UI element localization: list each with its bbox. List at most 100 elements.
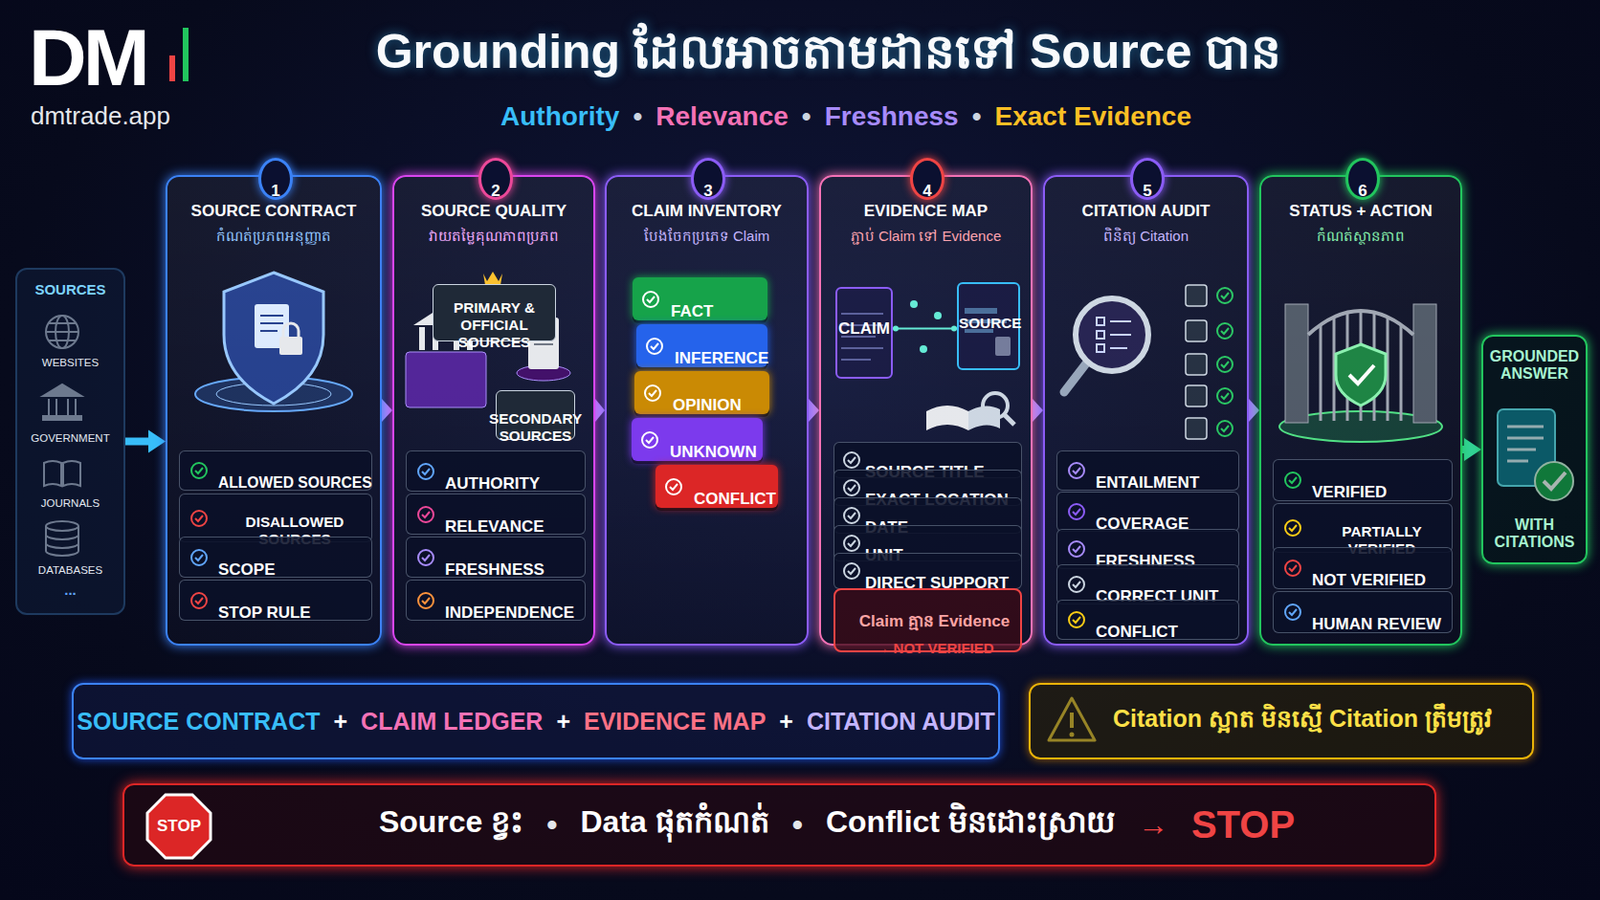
node-text: CONFLICT <box>693 489 777 510</box>
item-icon <box>1068 463 1085 479</box>
source-tier-box: SECONDARY SOURCES <box>495 390 576 441</box>
evidence-field: DIRECT SUPPORT <box>833 553 1023 590</box>
subtitle-keyword: Freshness <box>824 101 959 133</box>
node-text: STOP <box>156 817 201 837</box>
item-icon <box>422 468 430 475</box>
item-icon <box>1066 610 1087 630</box>
item-icon <box>1068 612 1085 628</box>
subtitle-keyword: Exact Evidence <box>995 101 1192 133</box>
node-text: FACT <box>670 302 713 322</box>
flow-arrow <box>125 438 149 446</box>
item-icon <box>844 452 860 468</box>
item-icon <box>191 550 207 566</box>
item-icon <box>1066 575 1087 595</box>
step-column: SOURCE QUALITYវាយតម្លៃគុណភាពប្រភព2PRIMAR… <box>392 175 596 646</box>
item-icon <box>842 506 862 526</box>
logo-bars <box>182 27 189 82</box>
node-text: 2 <box>490 181 500 201</box>
item-icon <box>844 480 860 496</box>
flow-arrow <box>1462 445 1465 454</box>
item-icon <box>643 383 663 403</box>
item-icon <box>646 296 655 303</box>
step-number: 1 <box>258 157 293 200</box>
item-icon <box>844 535 860 552</box>
item-icon <box>191 463 207 479</box>
item-icon <box>1066 502 1087 522</box>
node-text: + <box>555 708 571 736</box>
subtitle-keyword: • <box>801 101 812 133</box>
item-icon <box>1285 472 1301 489</box>
item-icon <box>422 511 430 518</box>
node-text: SOURCE CONTRACT <box>167 201 380 222</box>
diagram-title: Grounding ដែលអាចតាមដានទៅ Source បាន <box>57 21 1600 91</box>
node-text: Claim គ្មាន Evidence <box>848 610 1021 635</box>
status-item: VERIFIED <box>1272 459 1453 502</box>
node-text: CLAIM <box>837 319 891 339</box>
item-icon <box>646 338 663 355</box>
item-icon <box>1288 525 1297 532</box>
node-text: ALLOWED SOURCES <box>218 474 373 492</box>
formula-bar: SOURCE CONTRACT+CLAIM LEDGER+EVIDENCE MA… <box>71 683 1000 760</box>
flow-arrow <box>1248 399 1260 423</box>
node-text: SOURCES <box>17 281 124 298</box>
source-card: SOURCE <box>956 282 1021 371</box>
node-text: វាយតម្លៃគុណភាពប្រភព <box>394 226 594 248</box>
node-text: AUTHORITY <box>444 474 540 494</box>
step-column: CLAIM INVENTORYបែងចែកប្រភេទ Claim3FACTIN… <box>604 175 809 646</box>
item-icon <box>650 343 659 350</box>
node-text: NOT VERIFIED <box>1311 571 1426 591</box>
flow-arrow <box>381 399 393 423</box>
warning-bar: Citation ស្អាត មិនស្មើ Citation ត្រឹមត្រ… <box>1028 683 1534 760</box>
node-text: SOURCE <box>958 314 1019 333</box>
item-icon <box>1072 581 1081 588</box>
item-icon <box>195 515 203 522</box>
node-text: CLAIM INVENTORY <box>606 201 807 222</box>
stop-sign: STOP <box>145 793 213 861</box>
item-icon <box>847 457 856 464</box>
item-icon <box>847 485 856 491</box>
item-icon <box>195 467 203 474</box>
logo-bars <box>169 27 189 82</box>
flow-arrow <box>1032 399 1044 423</box>
node-text: 4 <box>922 181 932 201</box>
node-text: UNKNOWN <box>669 443 757 463</box>
node-text: Conflict មិនដោះស្រាយ <box>825 802 1115 848</box>
item-icon <box>418 464 434 480</box>
step-column: EVIDENCE MAPភ្ជាប់ Claim ទៅ Evidence4CLA… <box>819 175 1033 646</box>
checklist-item: CORRECT UNIT <box>1056 564 1240 605</box>
item-icon <box>1288 609 1297 616</box>
checklist-item: COVERAGE <box>1056 491 1240 533</box>
node-text: STOP RULE <box>218 603 312 623</box>
node-text: 6 <box>1357 181 1367 201</box>
item-icon <box>1288 565 1297 572</box>
item-icon <box>191 511 207 527</box>
item-icon <box>847 568 856 575</box>
node-text: កំណត់ស្ថានភាព <box>1261 226 1461 248</box>
node-text: + <box>778 708 794 736</box>
flow-arrow <box>595 399 605 423</box>
node-text: OPINION <box>672 396 742 416</box>
item-icon <box>1066 539 1087 559</box>
node-text: ENTAILMENT <box>1095 473 1200 493</box>
node-text: CITATION AUDIT <box>1044 201 1247 222</box>
item-icon <box>1283 518 1303 538</box>
node-text: • <box>792 807 803 844</box>
item-icon <box>416 462 436 482</box>
node-text: 3 <box>703 181 712 201</box>
item-icon <box>1285 604 1301 621</box>
flow-arrow <box>808 399 820 423</box>
flow-arrow <box>808 399 820 423</box>
item-icon <box>1072 546 1081 553</box>
item-icon <box>1288 477 1297 484</box>
label-text: JOURNALS <box>15 497 126 510</box>
node-text: SECONDARY SOURCES <box>488 410 582 445</box>
node-text: 1 <box>270 181 280 201</box>
label-text: DM <box>28 17 147 98</box>
checklist-item: STOP RULE <box>178 579 373 622</box>
status-item: PARTIALLY VERIFIED <box>1272 503 1453 554</box>
item-icon <box>643 291 659 308</box>
checklist-item: INDEPENDENCE <box>405 579 586 622</box>
item-icon <box>1285 560 1301 577</box>
subtitle-keyword: Authority <box>500 101 620 133</box>
